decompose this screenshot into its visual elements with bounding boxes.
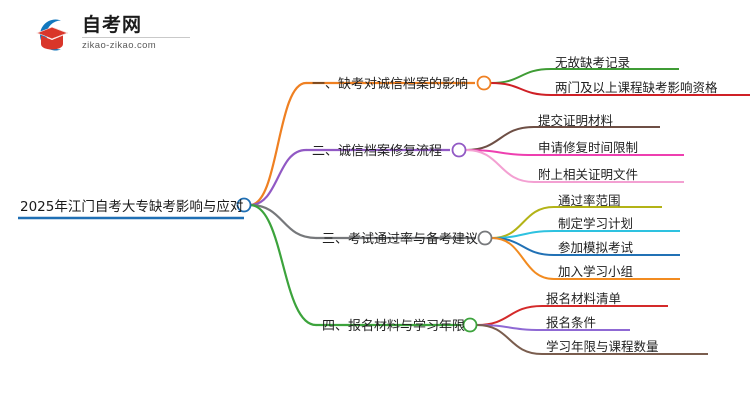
branch-connector-1 bbox=[248, 81, 308, 207]
leaf-connector-3-2 bbox=[491, 230, 555, 239]
leaf-connector-3-4 bbox=[491, 237, 555, 280]
leaf-connector-2-3 bbox=[465, 149, 535, 183]
leaf-label-3-4: 加入学习小组 bbox=[558, 264, 634, 279]
leaf-label-1-2: 两门及以上课程缺考影响资格 bbox=[555, 80, 718, 95]
leaf-label-1-1: 无故缺考记录 bbox=[555, 55, 631, 70]
leaf-connector-1-1 bbox=[490, 68, 552, 84]
leaf-label-4-3: 学习年限与课程数量 bbox=[546, 339, 659, 354]
branch-label-1: 一、缺考对诚信档案的影响 bbox=[312, 77, 469, 92]
branch-node-2[interactable] bbox=[451, 142, 467, 158]
branch-label-3: 三、考试通过率与备考建议 bbox=[322, 232, 479, 247]
root-label: 2025年江门自考大专缺考影响与应对 bbox=[20, 199, 244, 215]
branch-node-1[interactable] bbox=[476, 75, 492, 91]
root-node[interactable] bbox=[236, 197, 252, 213]
logo-subtitle: zikao-zikao.com bbox=[82, 37, 190, 52]
branch-label-2: 二、诚信档案修复流程 bbox=[312, 144, 443, 159]
logo-title: 自考网 bbox=[82, 14, 143, 36]
leaf-label-2-2: 申请修复时间限制 bbox=[538, 140, 639, 155]
leaf-connector-3-1 bbox=[491, 206, 555, 239]
leaf-label-4-1: 报名材料清单 bbox=[546, 291, 622, 306]
leaf-connector-3-3 bbox=[491, 237, 555, 256]
leaf-label-3-2: 制定学习计划 bbox=[558, 216, 634, 231]
branch-connector-4 bbox=[248, 203, 318, 327]
leaf-connector-2-1 bbox=[465, 126, 535, 151]
branch-label-4: 四、报名材料与学习年限 bbox=[322, 319, 466, 334]
branch-node-3[interactable] bbox=[477, 230, 493, 246]
graduation-cap-icon bbox=[36, 19, 68, 51]
leaf-connector-4-1 bbox=[476, 305, 543, 326]
leaf-label-3-3: 参加模拟考试 bbox=[558, 240, 634, 255]
leaf-connector-1-2 bbox=[490, 82, 552, 96]
site-logo: 自考网 zikao-zikao.com bbox=[30, 12, 190, 60]
leaf-label-4-2: 报名条件 bbox=[546, 315, 597, 330]
branch-connector-2 bbox=[248, 148, 308, 207]
leaf-connector-4-3 bbox=[476, 324, 543, 355]
branch-node-4[interactable] bbox=[462, 317, 478, 333]
branch-connector-3 bbox=[248, 203, 318, 240]
leaf-label-2-3: 附上相关证明文件 bbox=[538, 167, 639, 182]
leaf-label-3-1: 通过率范围 bbox=[558, 193, 621, 208]
leaf-label-2-1: 提交证明材料 bbox=[538, 113, 614, 128]
